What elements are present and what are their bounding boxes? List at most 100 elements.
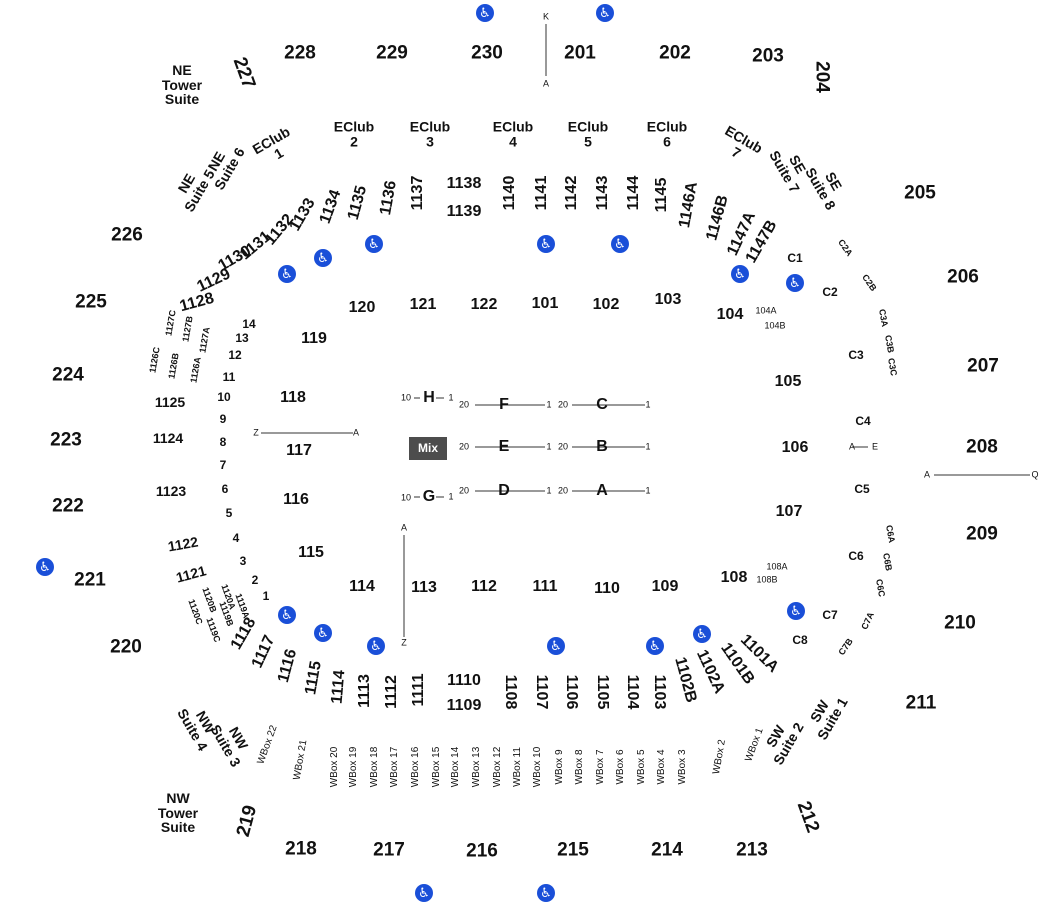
row-marker[interactable]: 4 — [232, 531, 240, 545]
tower-suite[interactable]: NW Tower Suite — [157, 789, 199, 836]
section-104a[interactable]: 104A — [755, 305, 777, 316]
aisle-marker[interactable]: A — [923, 469, 931, 480]
floor-section-g[interactable]: G — [422, 488, 436, 505]
eclub-6[interactable]: EClub 6 — [646, 118, 688, 149]
section-109[interactable]: 109 — [651, 578, 679, 595]
section-1108[interactable]: 1108 — [502, 674, 519, 710]
floor-row-label[interactable]: 20 — [557, 441, 569, 452]
wbox-11[interactable]: WBox 11 — [512, 747, 523, 787]
floor-section-a[interactable]: A — [596, 482, 608, 499]
row-marker[interactable]: 8 — [219, 435, 227, 449]
floor-section-e[interactable]: E — [498, 438, 510, 455]
floor-section-f[interactable]: F — [499, 396, 509, 413]
floor-row-label[interactable]: 10 — [400, 492, 412, 503]
section-225[interactable]: 225 — [75, 291, 107, 313]
section-201[interactable]: 201 — [564, 42, 596, 64]
section-102[interactable]: 102 — [592, 296, 620, 313]
section-c6c[interactable]: C6C — [874, 578, 887, 598]
floor-section-h[interactable]: H — [423, 389, 435, 406]
section-1141[interactable]: 1141 — [533, 175, 550, 211]
floor-row-label[interactable]: 20 — [458, 441, 470, 452]
wbox-7[interactable]: WBox 7 — [595, 749, 606, 785]
section-215[interactable]: 215 — [557, 839, 589, 861]
row-marker[interactable]: 14 — [242, 317, 256, 331]
section-108[interactable]: 108 — [720, 569, 748, 586]
floor-row-label[interactable]: 1 — [645, 485, 651, 496]
row-marker[interactable]: 6 — [221, 482, 229, 496]
section-1139[interactable]: 1139 — [446, 203, 482, 220]
section-114[interactable]: 114 — [349, 578, 375, 595]
section-222[interactable]: 222 — [52, 495, 84, 517]
section-226[interactable]: 226 — [111, 224, 143, 246]
wbox-10[interactable]: WBox 10 — [532, 746, 543, 788]
row-marker[interactable]: 12 — [228, 348, 242, 362]
wbox-3[interactable]: WBox 3 — [677, 749, 688, 785]
section-206[interactable]: 206 — [947, 266, 979, 288]
floor-row-label[interactable]: 1 — [546, 485, 552, 496]
section-210[interactable]: 210 — [944, 612, 976, 634]
row-marker[interactable]: 2 — [251, 573, 259, 587]
floor-section-b[interactable]: B — [596, 438, 608, 455]
wbox-16[interactable]: WBox 16 — [410, 746, 421, 788]
row-marker[interactable]: 11 — [222, 370, 236, 384]
aisle-marker[interactable]: A — [848, 441, 856, 452]
section-1138[interactable]: 1138 — [446, 175, 482, 192]
floor-row-label[interactable]: 1 — [546, 399, 552, 410]
wbox-17[interactable]: WBox 17 — [389, 746, 400, 788]
wbox-8[interactable]: WBox 8 — [574, 749, 585, 785]
row-marker[interactable]: 9 — [219, 412, 227, 426]
section-121[interactable]: 121 — [409, 296, 437, 313]
wbox-13[interactable]: WBox 13 — [471, 746, 482, 788]
aisle-marker[interactable]: Q — [1031, 469, 1039, 480]
row-marker[interactable]: 10 — [217, 390, 231, 404]
row-marker[interactable]: 5 — [225, 506, 233, 520]
eclub-5[interactable]: EClub 5 — [567, 118, 609, 149]
section-1103[interactable]: 1103 — [651, 674, 668, 710]
section-111[interactable]: 111 — [532, 578, 558, 595]
section-c3[interactable]: C3 — [848, 348, 864, 362]
section-108b[interactable]: 108B — [756, 574, 778, 585]
floor-section-c[interactable]: C — [596, 396, 608, 413]
section-1110[interactable]: 1110 — [447, 672, 481, 689]
section-101[interactable]: 101 — [531, 295, 559, 312]
section-103[interactable]: 103 — [654, 291, 682, 308]
floor-row-label[interactable]: 10 — [400, 392, 412, 403]
aisle-marker[interactable]: A — [352, 427, 360, 438]
aisle-marker[interactable]: E — [871, 441, 879, 452]
row-marker[interactable]: 13 — [235, 331, 249, 345]
section-221[interactable]: 221 — [74, 569, 106, 591]
section-c3a[interactable]: C3A — [877, 308, 890, 328]
section-c6[interactable]: C6 — [848, 549, 864, 563]
floor-row-label[interactable]: 1 — [448, 392, 454, 403]
section-209[interactable]: 209 — [966, 523, 998, 545]
section-c2[interactable]: C2 — [822, 285, 838, 299]
wbox-15[interactable]: WBox 15 — [431, 746, 442, 788]
wbox-18[interactable]: WBox 18 — [369, 746, 380, 788]
section-1123[interactable]: 1123 — [155, 483, 187, 499]
floor-row-label[interactable]: 20 — [557, 485, 569, 496]
section-1142[interactable]: 1142 — [563, 175, 580, 211]
section-1137[interactable]: 1137 — [409, 175, 426, 211]
section-1111[interactable]: 1111 — [410, 673, 427, 707]
eclub-4[interactable]: EClub 4 — [492, 118, 534, 149]
section-c3c[interactable]: C3C — [886, 357, 899, 377]
floor-row-label[interactable]: 1 — [546, 441, 552, 452]
section-1140[interactable]: 1140 — [501, 175, 518, 211]
section-1109[interactable]: 1109 — [446, 697, 482, 714]
row-marker[interactable]: 3 — [239, 554, 247, 568]
aisle-marker[interactable]: A — [400, 522, 408, 533]
floor-row-label[interactable]: 20 — [557, 399, 569, 410]
section-115[interactable]: 115 — [298, 544, 324, 561]
section-1104[interactable]: 1104 — [624, 674, 641, 710]
section-214[interactable]: 214 — [651, 839, 683, 861]
section-211[interactable]: 211 — [905, 692, 937, 714]
section-230[interactable]: 230 — [471, 42, 503, 64]
section-1113[interactable]: 1113 — [356, 674, 373, 708]
wbox-5[interactable]: WBox 5 — [636, 749, 647, 785]
aisle-marker[interactable]: K — [542, 11, 550, 22]
eclub-2[interactable]: EClub 2 — [333, 118, 375, 149]
section-118[interactable]: 118 — [280, 389, 306, 406]
section-218[interactable]: 218 — [285, 838, 317, 860]
section-c6b[interactable]: C6B — [881, 552, 894, 572]
wbox-6[interactable]: WBox 6 — [615, 749, 626, 785]
